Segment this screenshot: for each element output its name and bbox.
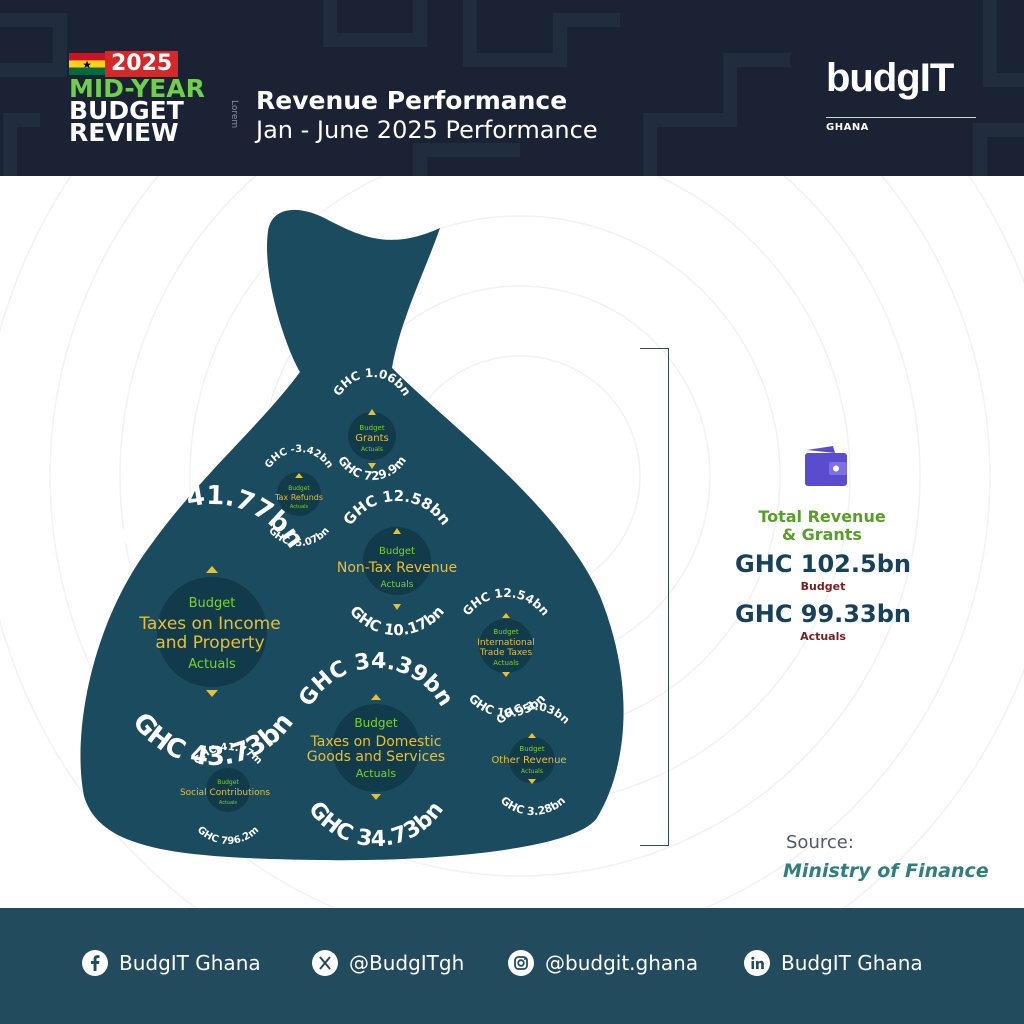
header-pattern: [0, 0, 1024, 176]
x-link[interactable]: @BudgITgh: [312, 950, 464, 976]
other-actual-label: Actuals: [521, 768, 543, 775]
tax-refunds-actual-label: Actuals: [290, 504, 309, 510]
header: 2025 MID-YEAR BUDGET REVIEW Lorem Revenu…: [0, 0, 1024, 176]
budgit-logo: budgIT: [826, 56, 954, 100]
instagram-handle: @budgit.ghana: [545, 951, 699, 975]
facebook-handle: BudgIT Ghana: [119, 951, 261, 975]
trade-actual-label: Actuals: [493, 659, 519, 667]
linkedin-link[interactable]: BudgIT Ghana: [744, 950, 923, 976]
tax-refunds-budget-label: Budget: [288, 485, 310, 492]
bracket-divider: [640, 348, 669, 846]
grants-label: Grants: [355, 433, 388, 444]
other-revenue-label: Other Revenue: [491, 755, 566, 766]
non-tax-label: Non-Tax Revenue: [337, 560, 457, 576]
source-value: Ministry of Finance: [783, 860, 989, 882]
bag-shape: [80, 209, 624, 861]
money-bag: GHC 1.06bn GHC 729.9m Budget Grants Actu…: [80, 209, 624, 861]
instagram-icon: [508, 950, 534, 976]
badge-line-1: MID-YEAR: [69, 74, 205, 103]
main-content: GHC 1.06bn GHC 729.9m Budget Grants Actu…: [0, 176, 1024, 908]
linkedin-handle: BudgIT Ghana: [781, 951, 923, 975]
total-actual-value: GHC 99.33bn: [735, 600, 911, 628]
social-contributions-label: Social Contributions: [180, 788, 270, 798]
page-title: Revenue Performance: [256, 86, 568, 115]
ghana-flag-icon: [69, 53, 105, 75]
total-actual-label: Actuals: [800, 630, 846, 643]
total-revenue-label: Total Revenue & Grants: [722, 508, 922, 544]
domestic-label-line1: Taxes on Domestic: [310, 734, 442, 750]
non-tax-budget-label: Budget: [379, 546, 415, 557]
income-budget-label: Budget: [189, 596, 236, 611]
page-subtitle: Jan - June 2025 Performance: [256, 116, 598, 144]
instagram-link[interactable]: @budgit.ghana: [508, 950, 698, 976]
social-budget-label: Budget: [217, 779, 239, 786]
logo-country: GHANA: [826, 122, 869, 133]
badge-line-3: REVIEW: [69, 118, 179, 147]
x-icon: [312, 950, 338, 976]
logo-divider: [826, 117, 976, 118]
total-label-line2: & Grants: [782, 525, 862, 544]
trade-budget-label: Budget: [493, 628, 518, 636]
year-badge: 2025: [105, 51, 179, 77]
trade-label-line2: Trade Taxes: [479, 648, 533, 658]
mid-year-budget-review: MID-YEAR BUDGET REVIEW: [69, 74, 205, 147]
x-handle: @BudgITgh: [349, 951, 465, 975]
lorem-text: Lorem: [229, 100, 239, 129]
income-label-line1: Taxes on Income: [138, 614, 280, 634]
income-actual-label: Actuals: [188, 657, 236, 672]
income-label-line2: and Property: [155, 633, 264, 653]
total-budget-label: Budget: [800, 580, 846, 593]
grants-budget-label: Budget: [359, 424, 384, 432]
footer: BudgIT Ghana @BudgITgh @budgit.ghana Bud…: [0, 908, 1024, 1024]
facebook-icon: [82, 950, 108, 976]
grants-actual-label: Actuals: [361, 446, 383, 453]
source-label: Source:: [786, 832, 854, 853]
facebook-link[interactable]: BudgIT Ghana: [82, 950, 261, 976]
wallet-icon: [805, 446, 847, 486]
tax-refunds-label: Tax Refunds: [274, 493, 323, 502]
non-tax-actual-label: Actuals: [381, 580, 414, 590]
other-budget-label: Budget: [519, 745, 544, 753]
linkedin-icon: [744, 950, 770, 976]
domestic-budget-label: Budget: [354, 716, 397, 730]
domestic-label-line2: Goods and Services: [307, 749, 445, 765]
trade-label-line1: International: [477, 638, 534, 648]
badge-line-2: BUDGET: [69, 96, 184, 125]
domestic-actual-label: Actuals: [356, 767, 396, 780]
total-label-line1: Total Revenue: [758, 507, 886, 526]
social-actual-label: Actuals: [219, 800, 238, 806]
total-budget-value: GHC 102.5bn: [735, 550, 911, 578]
